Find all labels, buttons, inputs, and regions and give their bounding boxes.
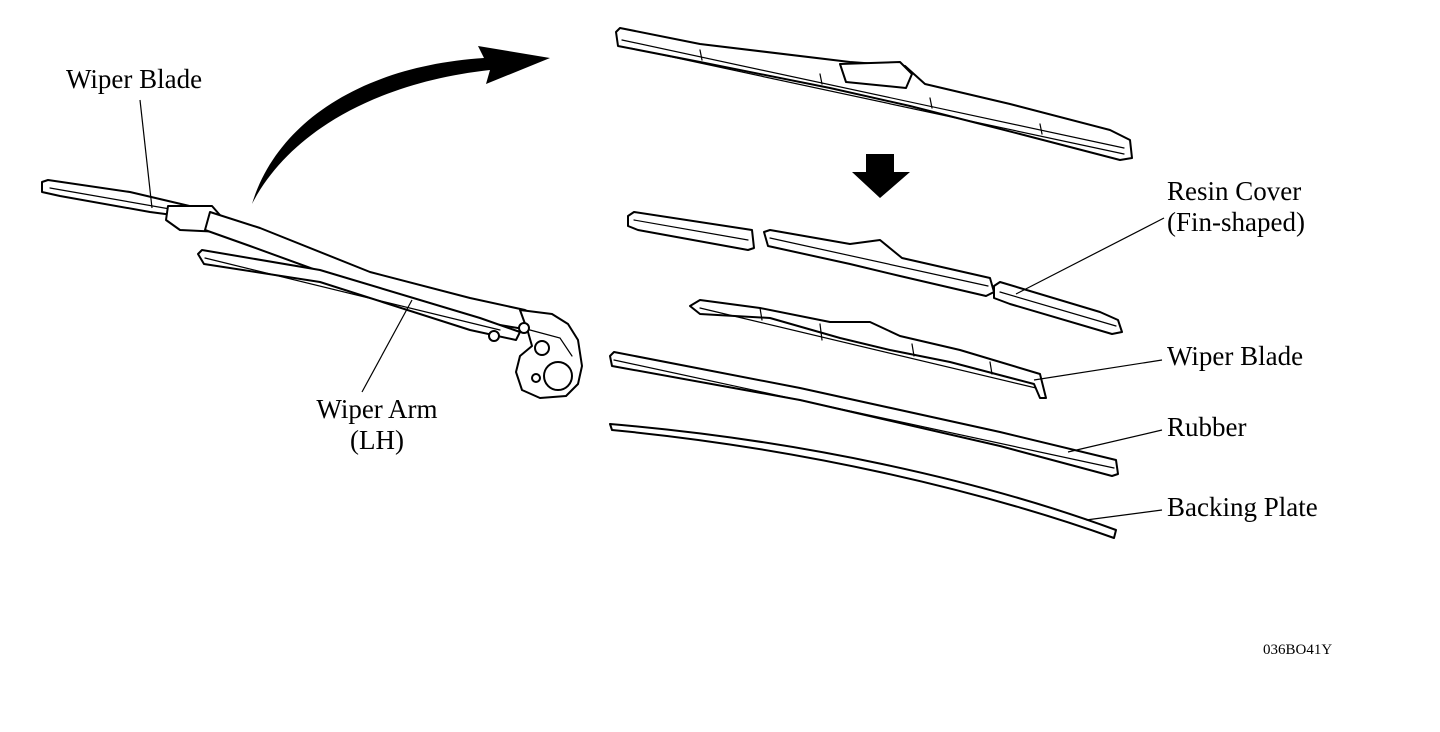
down-arrow-icon — [852, 154, 910, 198]
label-rubber: Rubber — [1167, 412, 1247, 442]
label-resin-cover: Resin Cover (Fin-shaped) — [1167, 176, 1305, 238]
complete-blade — [615, 27, 1133, 161]
label-wiper-blade-left: Wiper Blade — [66, 64, 203, 94]
figure-code: 036BO41Y — [1263, 642, 1333, 658]
label-wiper-blade-right: Wiper Blade — [1167, 341, 1304, 371]
leader-lines — [139, 99, 1165, 521]
label-wiper-arm-line1: Wiper Arm — [316, 394, 438, 424]
resin-cover-parts — [627, 211, 1123, 335]
label-wiper-arm-line2: (LH) — [350, 425, 404, 455]
wiper-arm-assembly — [41, 179, 583, 399]
label-backing-plate: Backing Plate — [1167, 492, 1318, 522]
backing-plate — [609, 423, 1117, 539]
label-resin-cover-line1: Resin Cover — [1167, 176, 1302, 206]
wiper-blade-frame — [689, 299, 1047, 399]
curved-arrow-icon — [252, 46, 550, 204]
label-wiper-arm: Wiper Arm (LH) — [296, 394, 458, 456]
rubber-strip — [609, 351, 1119, 477]
label-resin-cover-line2: (Fin-shaped) — [1167, 207, 1305, 237]
